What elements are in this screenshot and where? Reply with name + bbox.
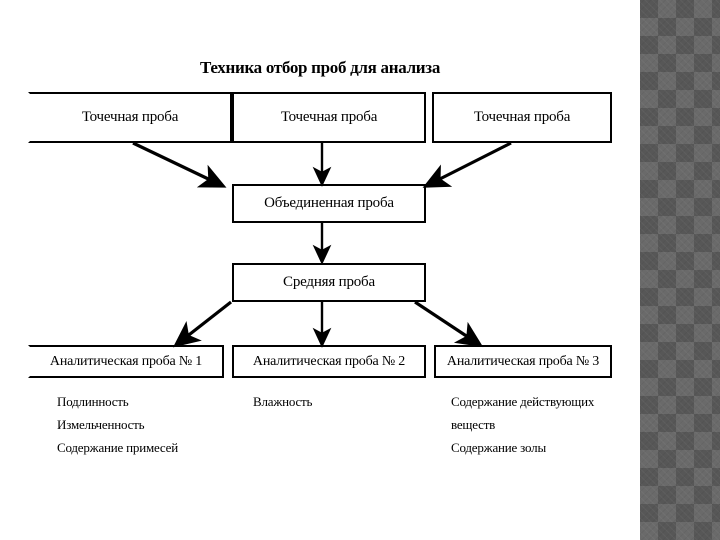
node-label: Средняя проба xyxy=(283,274,375,290)
note-line: Влажность xyxy=(253,394,313,409)
node-point-sample-3[interactable]: Точечная проба xyxy=(432,92,612,143)
node-label: Точечная проба xyxy=(81,109,179,125)
node-analytical-sample-2[interactable]: Аналитическая проба № 2 xyxy=(232,345,426,378)
arrow-average-to-analytical1 xyxy=(172,300,232,348)
argyle-pattern-panel xyxy=(640,0,720,540)
note-line: веществ xyxy=(451,417,496,432)
page-title: Техника отбор проб для анализа xyxy=(199,58,441,77)
node-average-sample[interactable]: Средняя проба xyxy=(232,263,426,302)
node-combined-sample[interactable]: Объединенная проба xyxy=(232,184,426,223)
node-analytical-sample-3[interactable]: Аналитическая проба № 3 xyxy=(434,345,612,378)
note-line: Содержание примесей xyxy=(57,440,178,455)
node-label: Объединенная проба xyxy=(264,195,394,211)
note-line: Подлинность xyxy=(57,394,129,409)
notes-analytical-sample-3: Содержание действующих веществ Содержани… xyxy=(451,390,594,459)
node-analytical-sample-1[interactable]: Аналитическая проба № 1 xyxy=(28,345,224,378)
node-point-sample-1[interactable]: Точечная проба xyxy=(28,92,232,143)
node-point-sample-2[interactable]: Точечная проба xyxy=(232,92,426,143)
node-label: Точечная проба xyxy=(280,109,378,125)
notes-analytical-sample-1: Подлинность Измельченность Содержание пр… xyxy=(57,390,178,459)
arrow-point3-to-combined xyxy=(422,141,512,188)
notes-analytical-sample-2: Влажность xyxy=(253,390,312,413)
sampling-technique-diagram: Техника отбор проб для анализа xyxy=(28,58,612,459)
node-label: Аналитическая проба № 2 xyxy=(252,353,406,369)
note-line: Содержание действующих xyxy=(451,394,595,409)
note-line: Измельченность xyxy=(57,417,145,432)
node-label: Точечная проба xyxy=(473,109,571,125)
arrow-average-to-analytical3 xyxy=(414,300,484,348)
node-label: Аналитическая проба № 3 xyxy=(446,353,600,369)
node-label: Аналитическая проба № 1 xyxy=(49,353,203,369)
arrow-point1-to-combined xyxy=(132,141,227,188)
note-line: Содержание золы xyxy=(451,440,546,455)
